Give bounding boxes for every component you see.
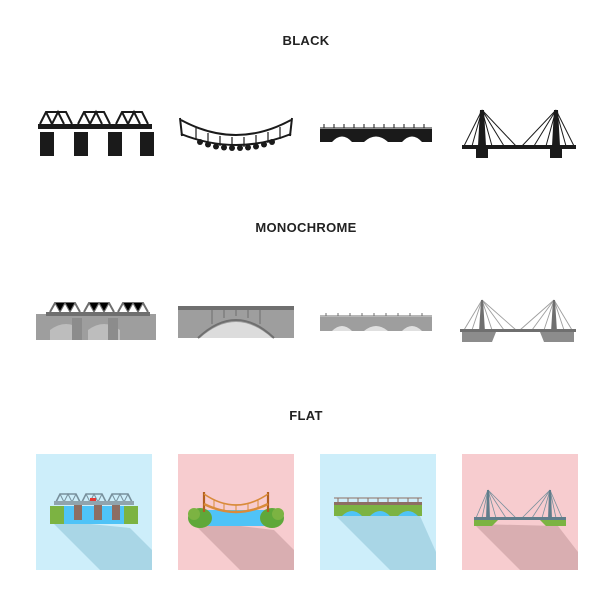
flat-rope-bridge-icon [178, 454, 294, 570]
monochrome-truss-bridge-icon [36, 300, 156, 342]
black-cable-stayed-bridge-icon [460, 108, 578, 160]
flat-truss-bridge-icon [36, 454, 152, 570]
section-title-flat: FLAT [289, 408, 323, 423]
black-suspension-rope-bridge-icon [176, 116, 296, 154]
flat-cable-stayed-bridge-icon [462, 454, 578, 570]
monochrome-cable-stayed-bridge-icon [460, 298, 576, 344]
flat-arch-viaduct-bridge-icon [320, 454, 436, 570]
monochrome-arch-viaduct-bridge-icon [318, 312, 434, 332]
black-arch-viaduct-bridge-icon [318, 122, 434, 144]
monochrome-steel-arch-bridge-icon [178, 304, 294, 340]
section-title-black: BLACK [282, 33, 330, 48]
black-truss-bridge-icon [36, 108, 156, 160]
section-title-monochrome: MONOCHROME [255, 220, 357, 235]
